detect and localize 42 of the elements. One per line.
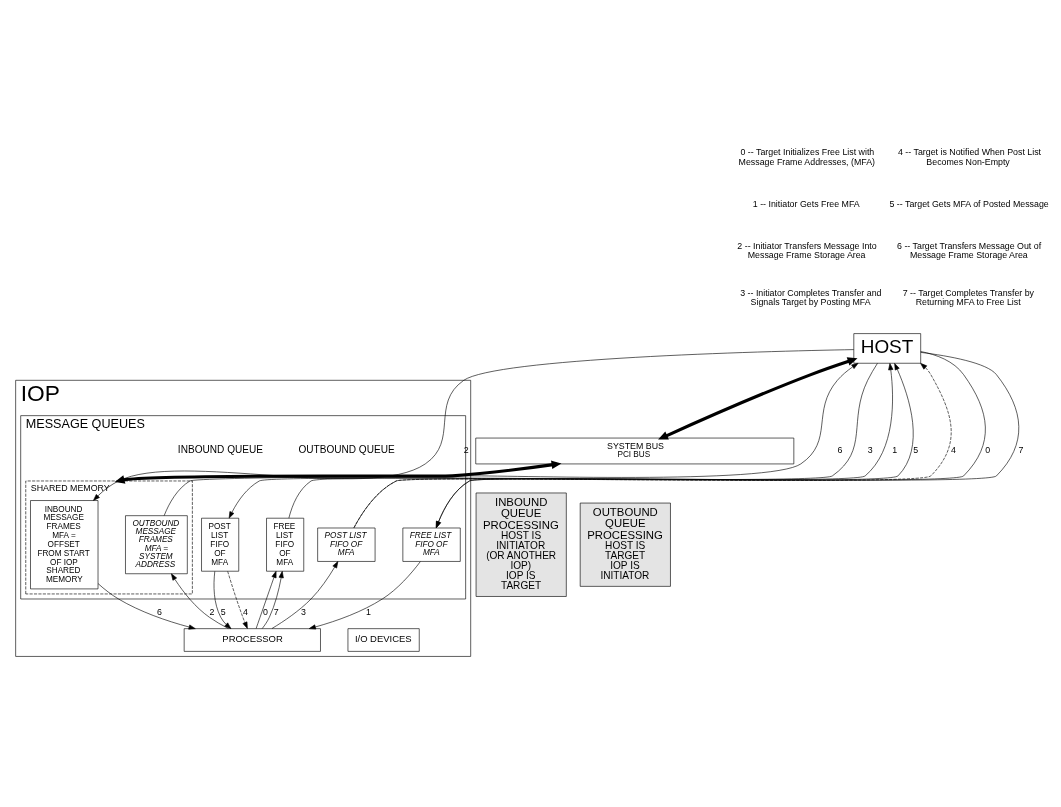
arrow <box>271 561 339 629</box>
edge-label: 3 <box>867 445 873 456</box>
arrow <box>227 571 248 629</box>
edge-label: 2 <box>209 606 215 617</box>
edge-label: 0 <box>985 445 991 456</box>
edge-label: 5 <box>913 445 919 456</box>
edge-label: 3 <box>300 606 306 617</box>
edge-label: 0 <box>263 606 269 617</box>
arrow <box>658 357 858 440</box>
label: 1 -- Initiator Gets Free MFA <box>752 198 860 209</box>
node-box: OUTBOUND QUEUE PROCESSING HOST IS TARGET IOP IS INITIATOR <box>579 502 671 587</box>
arrow <box>114 460 562 484</box>
edge-label: 6 <box>157 606 163 617</box>
label: 7 -- Target Completes Transfer by Returning MFA to Free List <box>902 287 1035 308</box>
edge-label: 7 <box>1018 445 1024 456</box>
arrow <box>255 570 277 629</box>
edge-label: 5 <box>220 606 226 617</box>
label: 5 -- Target Gets MFA of Posted Message <box>889 198 1049 209</box>
node-box: I/O DEVICES <box>347 628 420 652</box>
label: 3 -- Initiator Completes Transfer and Signals Target by Posting MFA <box>740 287 882 308</box>
label: 4 -- Target is Notified When Post List Becomes Non-Empty <box>897 147 1042 167</box>
node-box: HOST <box>853 333 921 364</box>
edge-label: 4 <box>951 445 956 456</box>
arrow <box>171 573 229 629</box>
arrow <box>93 349 855 501</box>
arrow <box>308 561 421 630</box>
label: 0 -- Target Initializes Free List with Message Frame Addresses, (MFA) <box>738 147 876 167</box>
label: 6 -- Target Transfers Message Out of Message Frame Storage Area <box>897 240 1042 260</box>
edge-label: 4 <box>242 606 248 617</box>
arrow <box>261 571 284 629</box>
edge-label: 1 <box>892 445 898 456</box>
edge-label: 2 <box>463 445 469 456</box>
arrow <box>213 571 232 629</box>
label: INBOUND QUEUE <box>177 444 263 456</box>
label: OUTBOUND QUEUE <box>298 444 395 456</box>
label: 2 -- Initiator Transfers Message Into Message Frame Storage Area <box>737 240 877 260</box>
node-box: PROCESSOR <box>183 628 321 652</box>
edge-label: 7 <box>273 606 279 617</box>
arrow <box>97 583 196 630</box>
edge-label: 6 <box>837 445 843 456</box>
node-box: INBOUND QUEUE PROCESSING HOST IS INITIATOR (OR ANOTHER IOP) IOP IS TARGET <box>475 492 567 597</box>
edge-label: 1 <box>366 606 371 617</box>
